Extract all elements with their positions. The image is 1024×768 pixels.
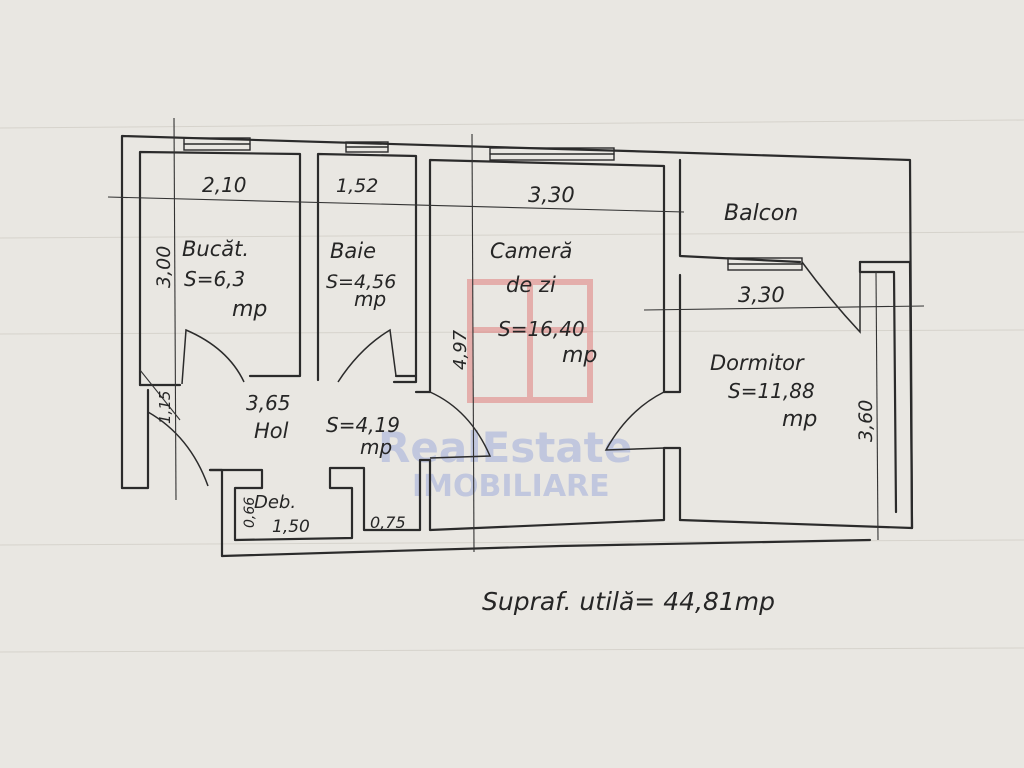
dim-living-depth: 4,97 (450, 329, 471, 370)
balcony-wall (678, 158, 802, 264)
dim-kitchen-width: 2,10 (202, 173, 247, 197)
dim-bedroom-depth: 3,60 (855, 400, 877, 442)
outer-wall-top (120, 134, 914, 530)
dim-bath-width: 1,52 (336, 175, 378, 197)
room-name-balcony: Balcon (724, 201, 798, 226)
room-unit-kitchen: mp (232, 297, 267, 322)
room-area-bedroom: S=11,88 (728, 379, 815, 403)
room-name-living-1: Cameră (490, 239, 572, 263)
wall-bottom-left (208, 468, 224, 558)
dim-kitchen-depth: 3,00 (153, 246, 175, 288)
windows (183, 137, 803, 271)
door-kitchen (181, 328, 245, 385)
room-name-kitchen: Bucăt. (182, 237, 249, 261)
dim-storage-width: 1,50 (272, 517, 310, 537)
room-area-bath: S=4,56 (326, 271, 396, 293)
bedroom-right-inner (858, 260, 898, 514)
door-bedroom (604, 391, 665, 451)
house-icon (467, 279, 593, 403)
room-name-hall: Hol (254, 419, 289, 443)
room-labels: Bucăt. S=6,3 mp Baie S=4,56 mp Cameră de… (182, 201, 817, 513)
wall-bottom (208, 446, 682, 542)
dimension-lines (107, 117, 925, 553)
room-name-storage: Deb. (254, 492, 296, 513)
dim-living-width: 3,30 (528, 183, 575, 207)
room-name-living-2: de zi (506, 273, 556, 297)
room-unit-bedroom: mp (782, 407, 817, 432)
living-wall (428, 158, 666, 394)
dim-bedroom-width: 3,30 (738, 283, 785, 307)
room-area-hall: S=4,19 (326, 413, 400, 437)
bedroom-wall (662, 273, 682, 394)
room-unit-bath: mp (354, 287, 386, 311)
watermark-logo: RealEstate IMOBILIARE (378, 279, 632, 504)
door-living (429, 391, 492, 459)
outer-wall-bottom (120, 388, 150, 490)
door-balcony (801, 261, 861, 334)
walls (120, 134, 914, 558)
bath-wall (316, 152, 418, 384)
room-area-living: S=16,40 (498, 317, 585, 341)
room-unit-hall: mp (360, 435, 392, 459)
wall-bottom-outer (220, 538, 872, 558)
watermark-text-top: RealEstate (378, 423, 632, 472)
dim-niche-width: 0,75 (370, 513, 406, 532)
door-entrance (147, 411, 209, 487)
dim-hall-left: 1,15 (156, 391, 174, 424)
room-area-kitchen: S=6,3 (184, 267, 245, 291)
room-unit-living: mp (562, 343, 597, 368)
watermark-text-bottom: IMOBILIARE (412, 469, 610, 504)
dim-storage-depth: 0,66 (242, 497, 258, 528)
doors (147, 261, 861, 487)
kitchen-inner-wall (138, 150, 302, 387)
total-area-label: Supraf. utilă= 44,81mp (482, 587, 775, 616)
dim-hall-length: 3,65 (246, 391, 291, 415)
door-bath (337, 328, 397, 383)
dimension-labels: 2,10 1,52 3,30 3,30 3,65 1,50 0,75 3,00 … (153, 173, 877, 537)
bedroom-right-wall (858, 260, 914, 530)
room-name-bedroom: Dormitor (710, 351, 805, 375)
room-name-bath: Baie (330, 239, 376, 263)
